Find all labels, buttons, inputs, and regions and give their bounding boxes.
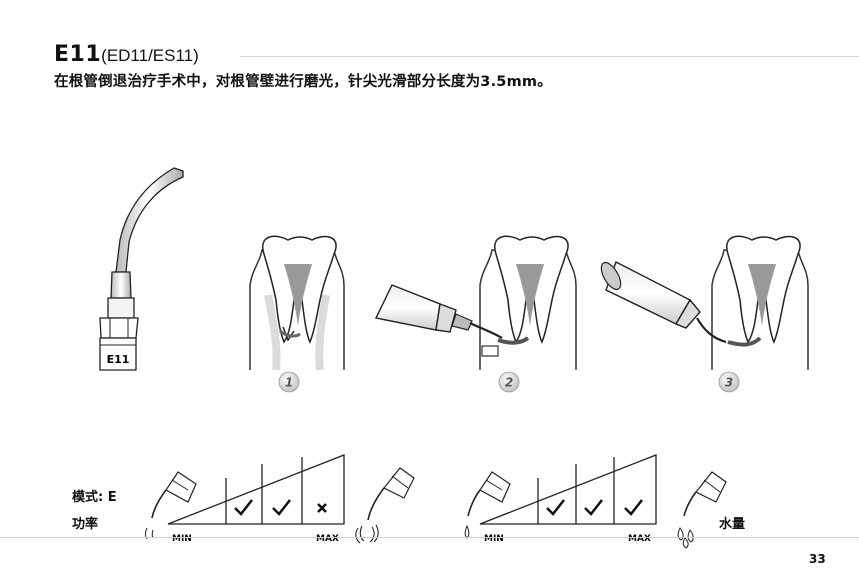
tip-label: E11 [107,353,130,366]
tooth-step-2 [374,235,577,370]
model-name: E11 [54,42,102,67]
model-variants: (ED11/ES11) [101,46,199,65]
power-label: 功率 [72,517,99,532]
water-label: 水量 [719,517,746,532]
scaler-tip-illustration: E11 [99,167,184,371]
water-min-label: MIN [484,534,504,544]
tooth-step-1 [249,235,345,371]
tip-low-icon [145,471,197,540]
description: 在根管倒退治疗手术中，对根管壁进行磨光，针尖光滑部分长度为3.5mm。 [54,74,552,90]
title-rule [240,56,859,57]
tip-high-icon [355,467,415,544]
check-icon [546,499,565,516]
step-badge-1: 1 [278,371,300,393]
step-badge-2: 2 [498,371,520,393]
step-number: 1 [285,376,293,390]
mode-label: 模式: E [72,490,117,505]
check-icon [624,499,643,516]
step-number: 2 [505,376,513,390]
check-icon [272,499,291,516]
water-max-label: MAX [628,534,651,544]
step-number: 3 [725,376,733,390]
power-min-label: MIN [172,534,192,544]
check-icon [584,499,603,516]
title-line: E11(ED11/ES11) [54,42,199,67]
power-scale: MIN MAX [145,454,415,544]
power-max-label: MAX [316,534,339,544]
step-badge-3: 3 [718,371,740,393]
footer-rule [0,537,859,538]
water-scale: MIN MAX [464,454,727,549]
water-low-icon [464,471,511,539]
cross-icon [317,503,327,513]
page-number: 33 [809,552,826,566]
check-icon [234,499,253,516]
tooth-step-3 [600,235,809,370]
